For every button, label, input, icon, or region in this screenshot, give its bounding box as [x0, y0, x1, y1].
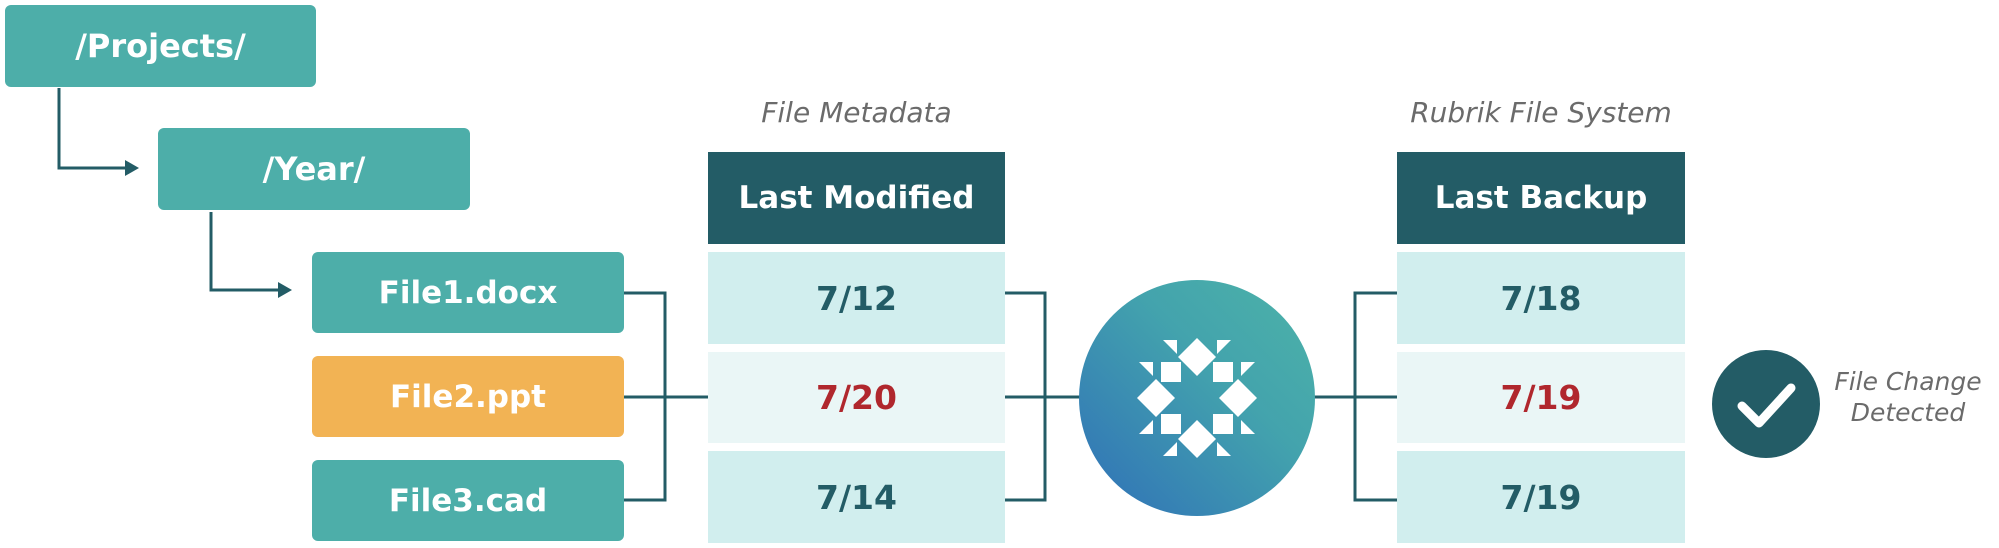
folder-year: /Year/	[158, 128, 470, 210]
metadata-caption: File Metadata	[761, 96, 952, 129]
metadata-cell-3: 7/14	[708, 451, 1005, 543]
filesystem-cell-1: 7/18	[1397, 252, 1685, 344]
metadata-cell-2: 7/20	[708, 352, 1005, 443]
status-line-1: File Change	[1834, 367, 1982, 396]
filesystem-cell-3: 7/19	[1397, 451, 1685, 543]
metadata-header: Last Modified	[708, 152, 1005, 244]
file-change-detected-label: File Change Detected	[1822, 366, 1994, 428]
filesystem-caption: Rubrik File System	[1410, 96, 1672, 129]
folder-projects: /Projects/	[5, 5, 316, 87]
filesystem-header: Last Backup	[1397, 152, 1685, 244]
file-item-ppt: File2.ppt	[312, 356, 624, 437]
status-line-2: Detected	[1850, 398, 1966, 427]
filesystem-cell-2: 7/19	[1397, 352, 1685, 443]
metadata-cell-1: 7/12	[708, 252, 1005, 344]
file-item-docx: File1.docx	[312, 252, 624, 333]
rubrik-logo-icon	[1079, 280, 1315, 516]
checkmark-icon	[1712, 350, 1820, 458]
file-item-cad: File3.cad	[312, 460, 624, 541]
